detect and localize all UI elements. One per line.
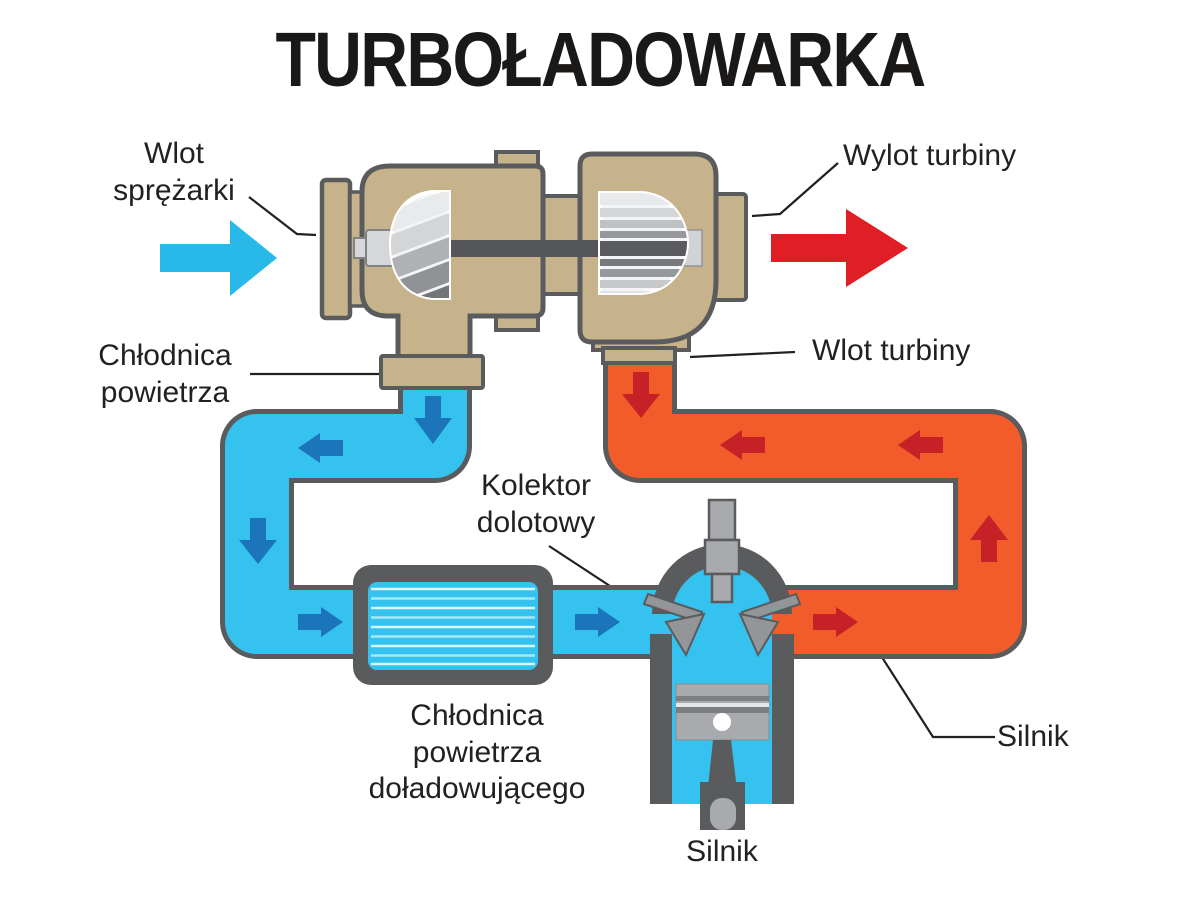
compressor-nut-tip — [353, 237, 367, 259]
diagram-title: TURBOŁADOWARKA — [275, 17, 926, 103]
leader-compressor-inlet — [248, 196, 317, 237]
blue-flow-arrow-down-1 — [414, 396, 452, 444]
label-intake-manifold: Kolektor dolotowy — [476, 469, 596, 539]
turbine-outlet-flange — [712, 192, 748, 302]
intercooler — [353, 565, 553, 685]
label-compressor-inlet: Wlot sprężarki — [113, 137, 235, 207]
red-flow-arrow-up — [970, 515, 1008, 562]
label-engine-bottom: Silnik — [686, 835, 758, 868]
label-turbine-inlet: Wlot turbiny — [812, 334, 971, 367]
leader-turbine-outlet — [751, 162, 839, 218]
turbocharger — [319, 150, 748, 390]
compressor-outlet-flange — [379, 354, 485, 390]
red-flow-arrow-right — [813, 607, 858, 637]
intercooler-fins — [371, 587, 535, 666]
compressor-wheel — [388, 190, 451, 300]
piston — [675, 683, 770, 741]
turbine-wheel — [598, 191, 690, 295]
leader-turbine-inlet — [689, 350, 796, 359]
crank-pin — [710, 798, 736, 830]
intake-flow-arrows — [239, 396, 620, 637]
label-charge-air-cooler: Chłodnica powietrza doładowującego — [368, 699, 586, 806]
red-flow-arrow-left-1 — [720, 430, 765, 460]
turbine-inlet-flange-step — [601, 346, 677, 365]
valves — [642, 592, 802, 658]
turbine-wheel-blades — [600, 193, 687, 293]
compressor-inlet-flange — [319, 177, 353, 321]
label-engine-side: Silnik — [997, 720, 1069, 753]
label-air-cooler: Chłodnica powietrza — [98, 339, 232, 409]
cylinder-wall-right — [772, 634, 794, 804]
leader-engine-side — [877, 650, 995, 739]
red-flow-arrow-left-2 — [898, 430, 943, 460]
turbo-shaft — [446, 240, 604, 257]
intake-valve — [664, 612, 706, 658]
wrist-pin — [713, 713, 731, 731]
label-turbine-outlet: Wylot turbiny — [843, 139, 1017, 172]
cylinder-wall-left — [650, 634, 672, 804]
blue-flow-arrow-down-2 — [239, 518, 277, 564]
compressor-inlet-arrow — [160, 220, 277, 296]
turbine-outlet-arrow — [771, 209, 908, 287]
red-flow-arrow-down — [622, 372, 660, 418]
exhaust-flow-arrows — [622, 372, 1008, 637]
blue-flow-arrow-right-2 — [575, 607, 620, 637]
blue-flow-arrow-left — [298, 433, 343, 463]
exhaust-valve — [738, 612, 780, 658]
blue-flow-arrow-right-1 — [298, 607, 343, 637]
spark-plug — [703, 498, 741, 604]
engine — [642, 498, 802, 830]
